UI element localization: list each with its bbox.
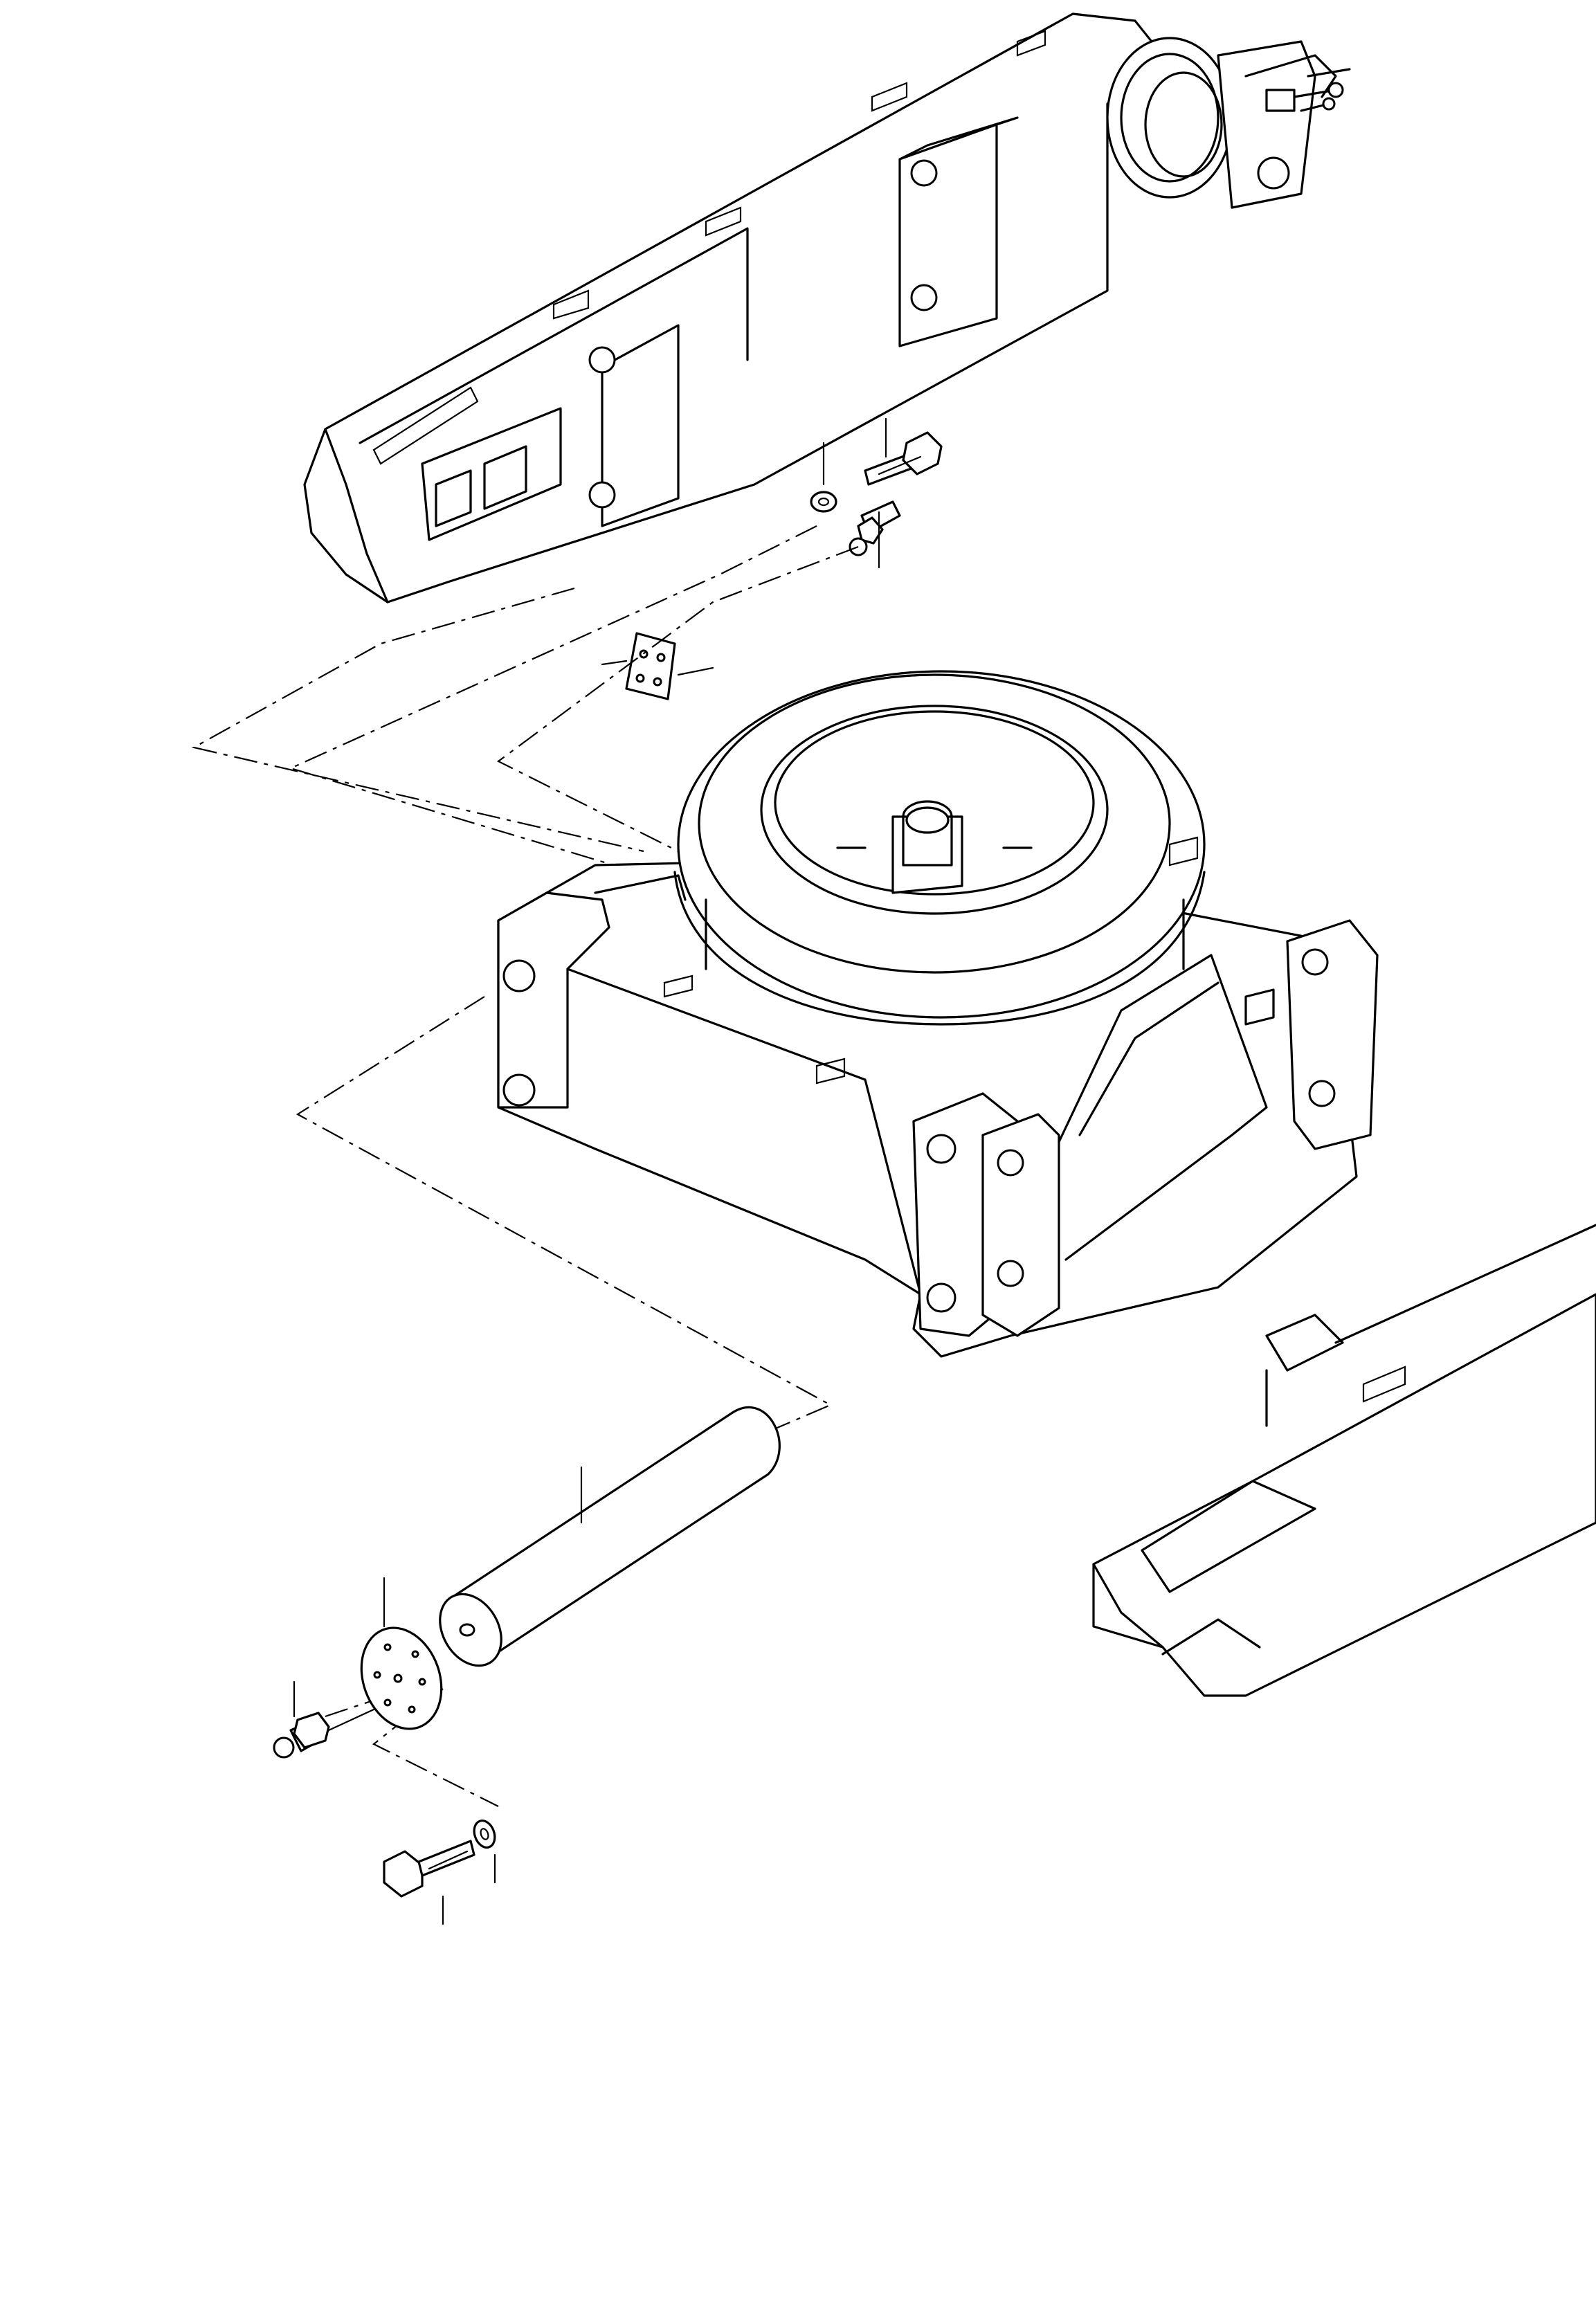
washer	[473, 1820, 496, 1884]
grease-nipple	[273, 1680, 375, 1759]
pivot-pin	[439, 1406, 781, 1667]
retainer-plate	[360, 1577, 443, 1730]
lower-arm	[1092, 1224, 1596, 1697]
pulley-assembly	[1106, 37, 1351, 209]
top-grease-nipple	[849, 500, 901, 569]
top-bolt	[864, 417, 943, 486]
bolt	[383, 1840, 475, 1925]
swing-frame-ring	[497, 670, 1379, 1358]
upper-boom-arm	[303, 12, 1164, 604]
top-washer	[810, 442, 837, 513]
